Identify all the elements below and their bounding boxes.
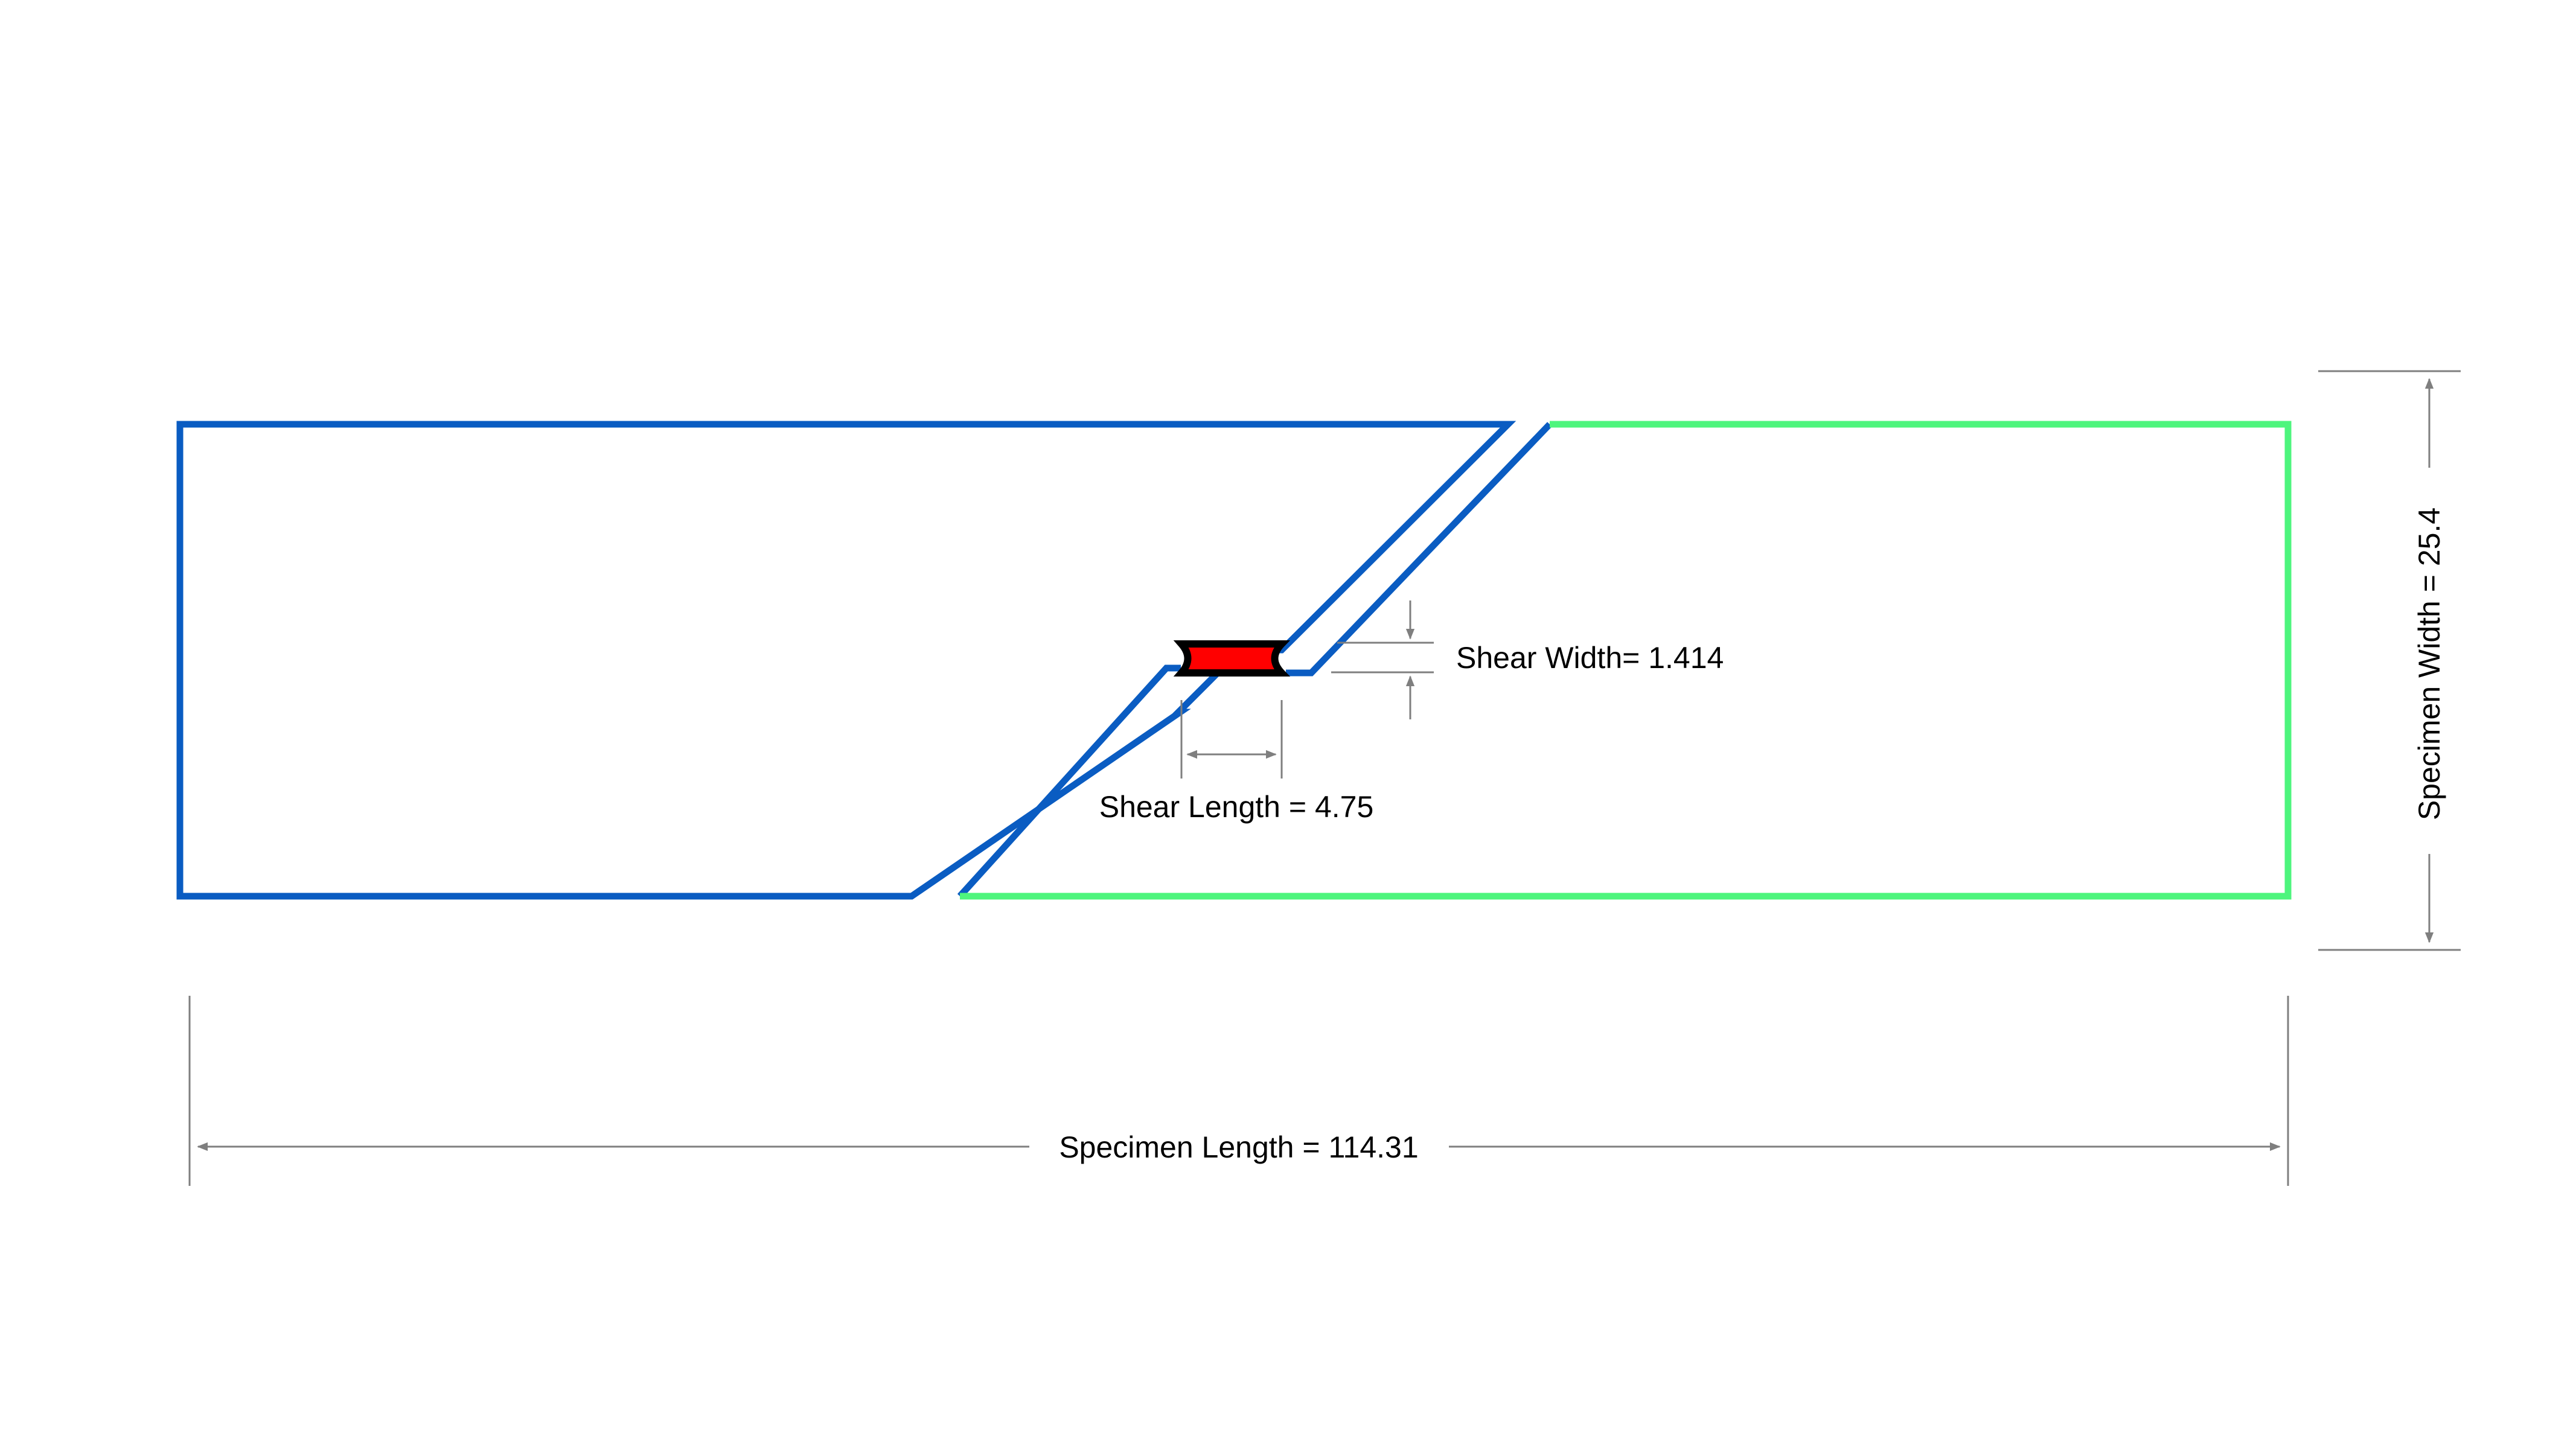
specimen-length-dimension xyxy=(188,996,2289,1186)
left-specimen-part xyxy=(176,421,1517,900)
shear-length-label: Shear Length = 4.75 xyxy=(1099,790,1374,824)
specimen-width-dimension xyxy=(2318,370,2461,951)
right-specimen-part xyxy=(960,421,2292,900)
shear-width-dimension xyxy=(1331,600,1434,719)
right-notch-edge xyxy=(957,422,1552,899)
specimen-length-label: Specimen Length = 114.31 xyxy=(1059,1130,1418,1164)
shear-length-dimension xyxy=(1180,700,1283,779)
specimen-width-label: Specimen Width = 25.4 xyxy=(2412,508,2446,820)
shear-region xyxy=(1173,640,1291,677)
shear-width-label: Shear Width= 1.414 xyxy=(1456,641,1724,675)
